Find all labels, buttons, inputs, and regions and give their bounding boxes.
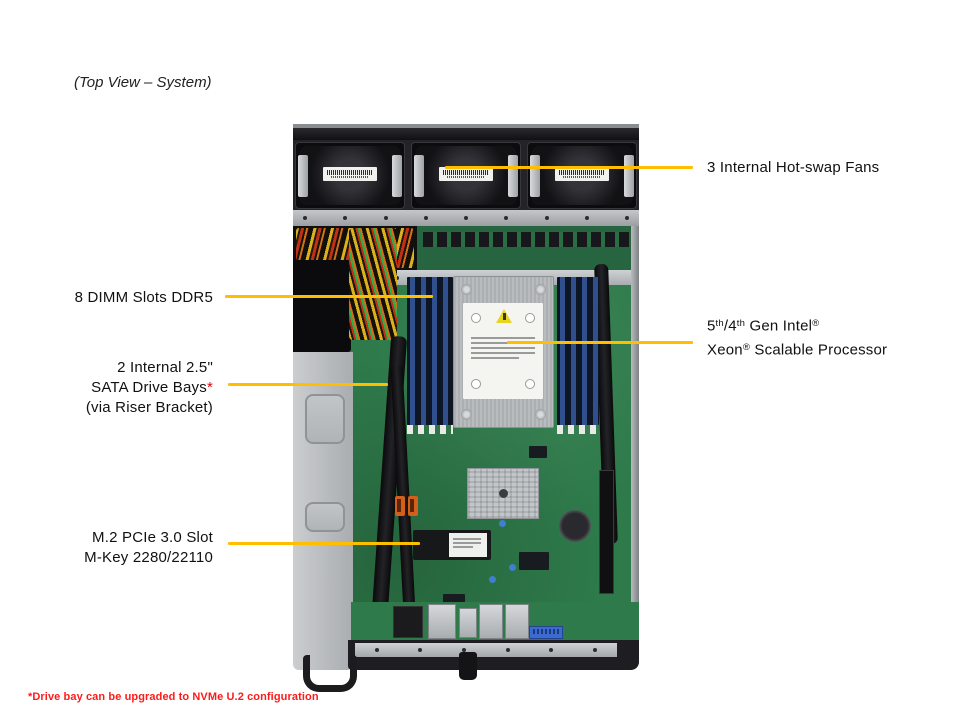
fan-clip (508, 155, 518, 197)
m2-module (413, 530, 491, 560)
rear-io-panel (351, 602, 639, 644)
sata-connector (408, 496, 418, 516)
chip (519, 552, 549, 570)
callout-line-cpu (507, 341, 693, 344)
chassis-top-edge (293, 124, 639, 141)
dimm-slots-right (557, 277, 599, 425)
fan-barcode-label (439, 167, 493, 181)
cpu-instruction-label (463, 303, 543, 399)
fan-barcode-label (323, 167, 377, 181)
callout-label-m2: M.2 PCIe 3.0 Slot M-Key 2280/22110 (84, 529, 213, 566)
fan-1 (295, 142, 405, 209)
dimm-latches (557, 425, 599, 434)
footnote: *Drive bay can be upgraded to NVMe U.2 c… (28, 691, 319, 703)
chassis-right-edge (631, 226, 639, 646)
vga-port (529, 626, 563, 639)
power-module (293, 260, 351, 352)
rear-rail (355, 643, 617, 657)
sata-connector (395, 496, 405, 516)
callout-label-dimm: 8 DIMM Slots DDR5 (74, 289, 213, 306)
ipmi-port (393, 606, 423, 638)
fan-tray (293, 140, 639, 211)
fan-clip (414, 155, 424, 197)
callout-line-sata (228, 383, 388, 386)
callout-line-dimm (225, 295, 433, 298)
page-title: (Top View – System) (74, 74, 212, 91)
lan-port (505, 604, 529, 639)
usb-ports (459, 608, 477, 638)
pcie-slot (599, 470, 614, 594)
lan-ports (428, 604, 456, 639)
chassis-latch (459, 652, 477, 680)
fan-clip (298, 155, 308, 197)
callout-label-sata: 2 Internal 2.5" SATA Drive Bays* (via Ri… (85, 359, 213, 416)
chassis-handle (303, 655, 357, 692)
fan-clip (530, 155, 540, 197)
capacitor (509, 564, 516, 571)
fan-clip (624, 155, 634, 197)
fan-3 (527, 142, 637, 209)
callout-label-fans: 3 Internal Hot-swap Fans (707, 159, 880, 176)
cmos-battery (559, 510, 591, 542)
chipset-heatsink (467, 468, 539, 519)
fan-clip (392, 155, 402, 197)
callout-line-m2 (228, 542, 420, 545)
server-photo (293, 124, 639, 697)
lan-port (479, 604, 503, 639)
callout-line-fans (445, 166, 693, 169)
warning-triangle-icon (496, 309, 512, 323)
cpu-heatsink (453, 276, 554, 428)
connector-row (423, 232, 629, 247)
capacitor (489, 576, 496, 583)
callout-label-processor: 5th/4th Gen Intel® Xeon® Scalable Proces… (707, 317, 888, 359)
cable-bundle (349, 228, 397, 340)
dimm-latches (407, 425, 453, 434)
dimm-slots-left (407, 277, 453, 425)
fan-2 (411, 142, 521, 209)
chassis-rail (293, 210, 639, 226)
capacitor (499, 520, 506, 527)
chip (529, 446, 547, 458)
fan-barcode-label (555, 167, 609, 181)
footnote-asterisk: * (206, 379, 213, 396)
m2-label (449, 533, 487, 557)
